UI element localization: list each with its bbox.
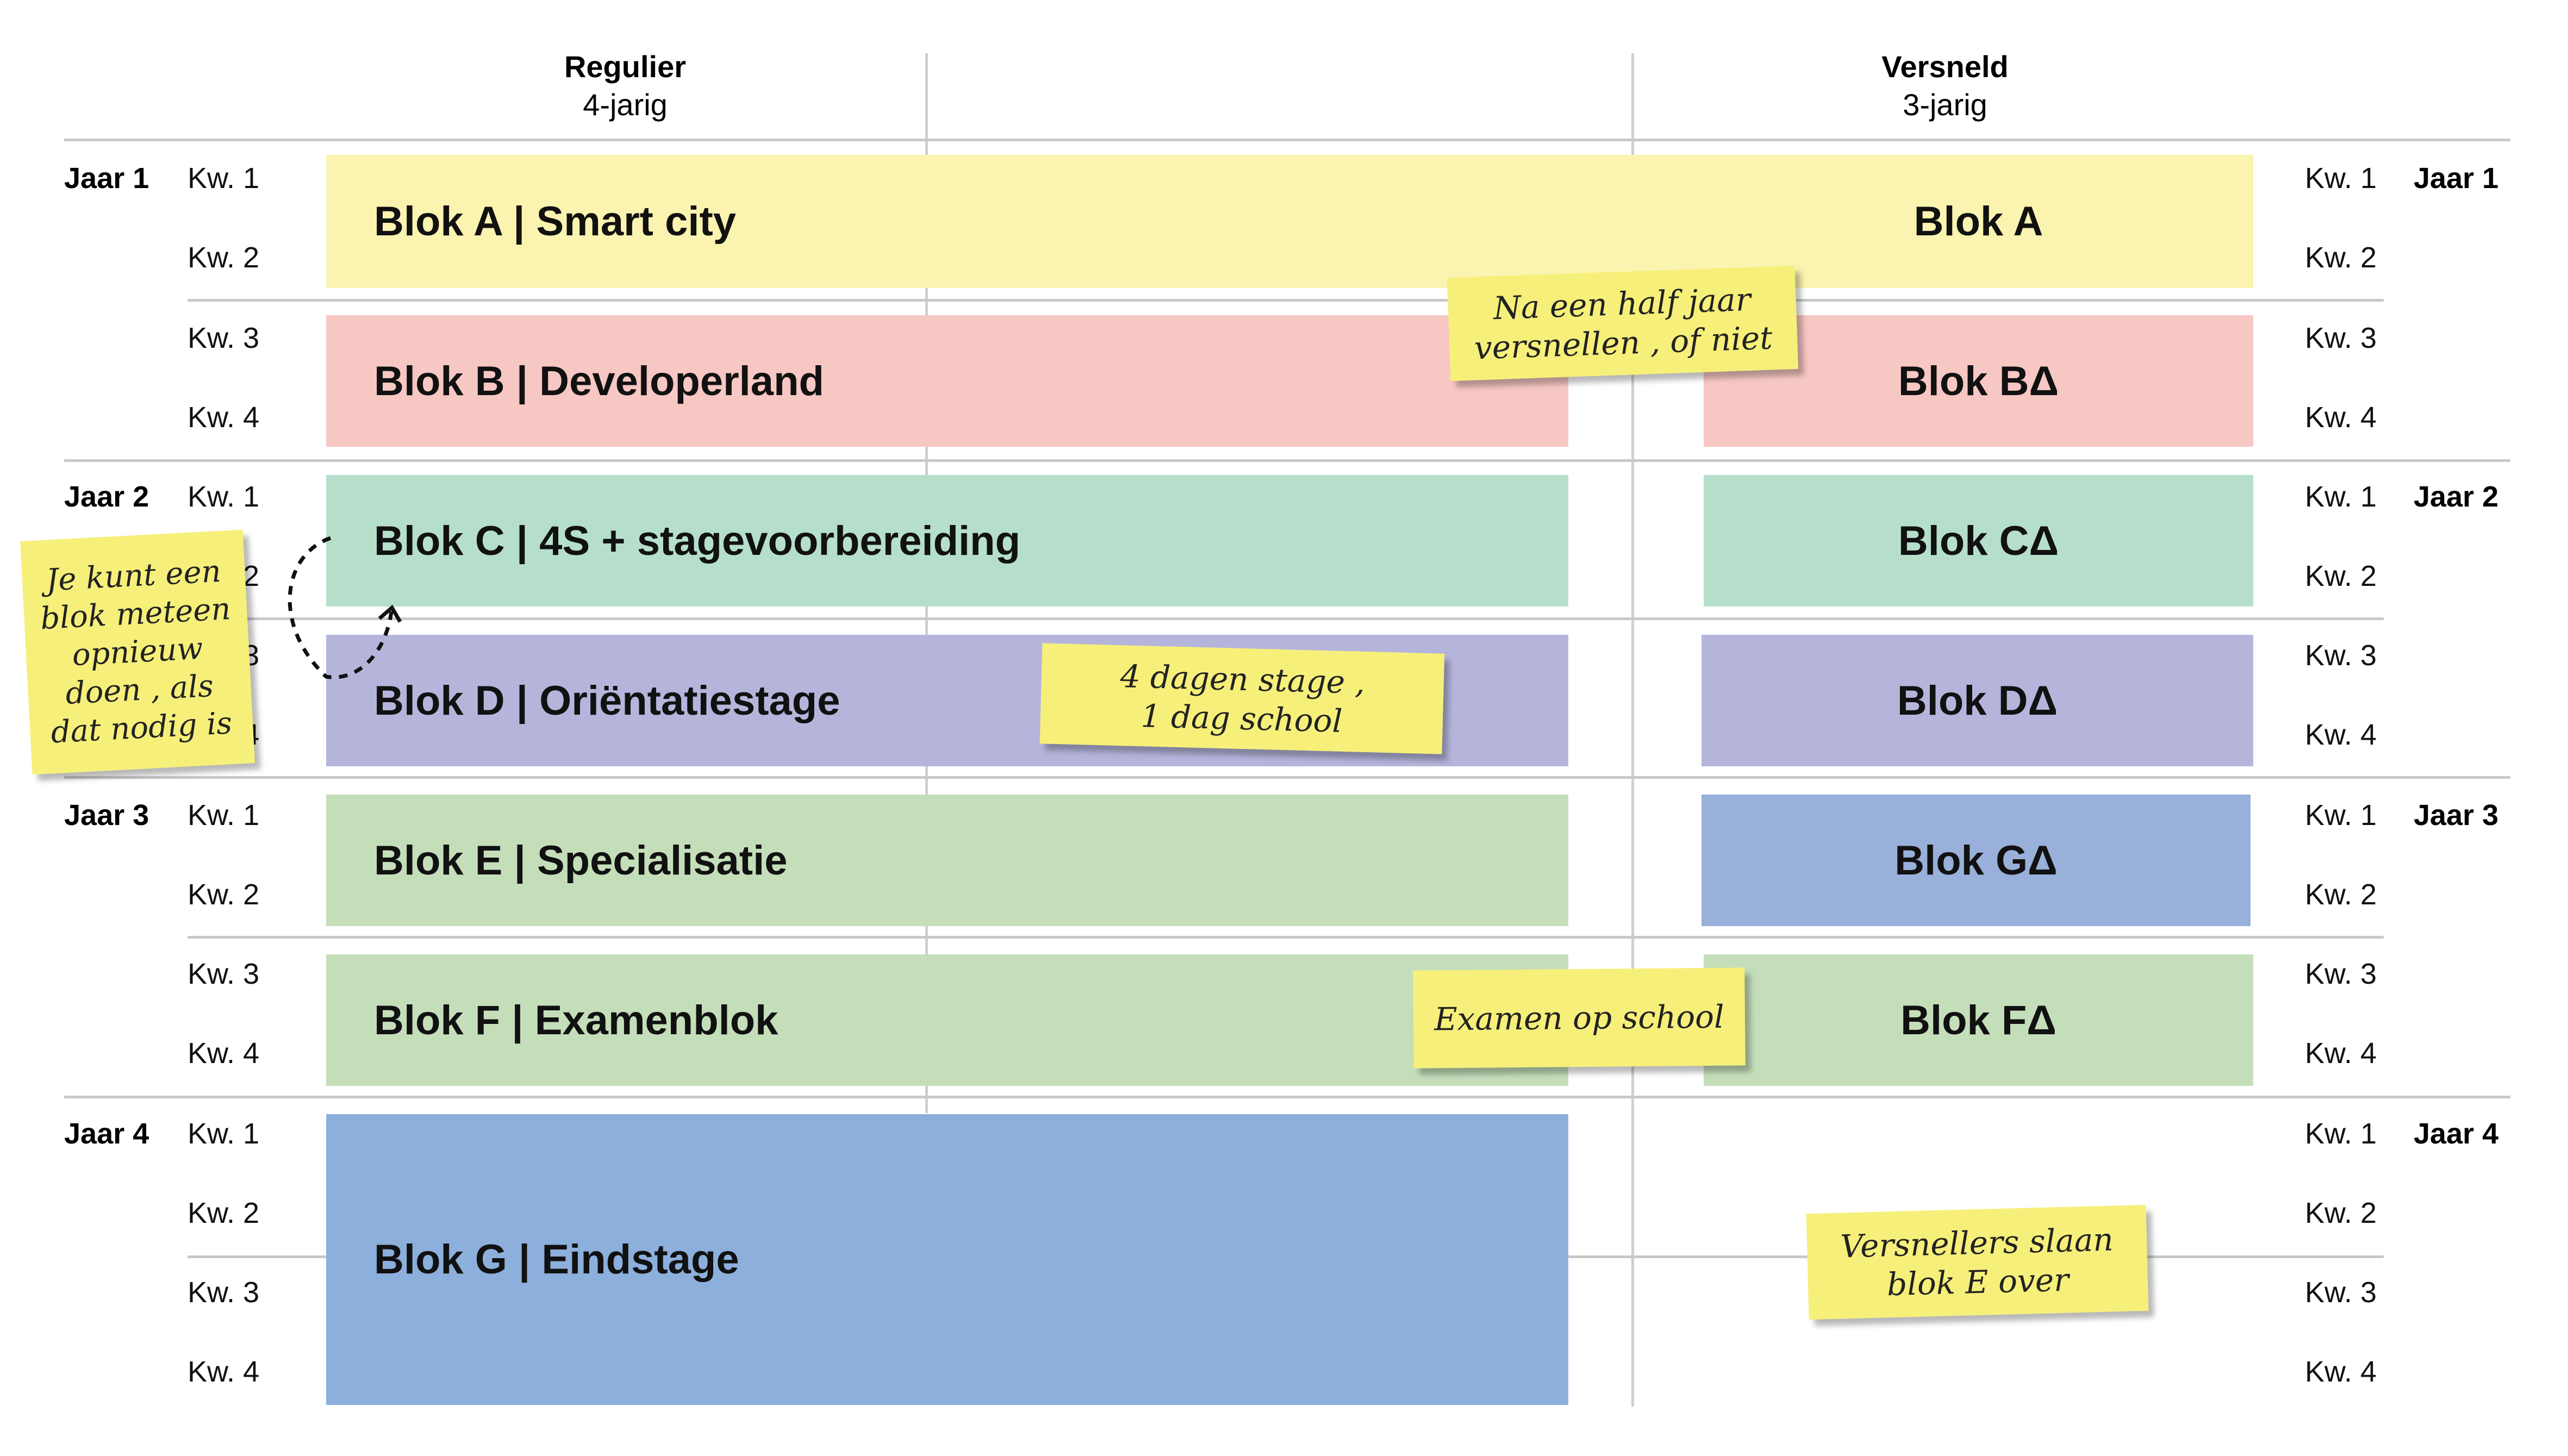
year-label: Jaar 3 bbox=[2414, 799, 2499, 832]
blok-a-versneld-label: Blok A bbox=[1913, 198, 2043, 245]
blok-b-developerland: Blok B | Developerland bbox=[326, 315, 1568, 447]
divider-year-3 bbox=[64, 776, 2510, 779]
quarter-label: Kw. 3 bbox=[188, 1276, 260, 1309]
header-regulier-subtitle: 4-jarig bbox=[583, 88, 668, 122]
divider-half-year bbox=[188, 299, 2384, 302]
divider-half-year bbox=[188, 936, 2384, 939]
quarter-label: Kw. 2 bbox=[2305, 241, 2377, 274]
blok-f-examenblok: Blok F | Examenblok bbox=[326, 954, 1568, 1086]
quarter-label: Kw. 4 bbox=[2305, 1355, 2377, 1388]
quarter-label: Kw. 1 bbox=[2305, 799, 2377, 832]
quarter-label: Kw. 2 bbox=[2305, 1197, 2377, 1229]
quarter-label: Kw. 3 bbox=[2305, 322, 2377, 354]
quarter-label: Kw. 3 bbox=[2305, 639, 2377, 672]
header-versneld-title: Versneld bbox=[1881, 49, 2009, 84]
quarter-label: Kw. 1 bbox=[188, 480, 260, 513]
header-regulier: Regulier 4-jarig bbox=[462, 48, 788, 124]
quarter-label: Kw. 4 bbox=[188, 401, 260, 434]
quarter-label: Kw. 1 bbox=[2305, 1117, 2377, 1150]
quarter-label: Kw. 3 bbox=[2305, 1276, 2377, 1309]
divider-half-year bbox=[188, 617, 2384, 620]
year-label: Jaar 4 bbox=[2414, 1117, 2499, 1150]
divider-header bbox=[64, 139, 2510, 141]
note-half-year: Na een half jaar versnellen , of niet bbox=[1447, 265, 1799, 382]
note-stage-school: 4 dagen stage , 1 dag school bbox=[1039, 643, 1445, 754]
quarter-label: Kw. 1 bbox=[188, 799, 260, 832]
year-label: Jaar 2 bbox=[2414, 480, 2499, 513]
divider-year-4 bbox=[64, 1096, 2510, 1098]
year-label: Jaar 4 bbox=[64, 1117, 149, 1150]
year-label: Jaar 1 bbox=[2414, 162, 2499, 195]
quarter-label: Kw. 2 bbox=[2305, 560, 2377, 592]
quarter-label: Kw. 1 bbox=[2305, 162, 2377, 195]
quarter-label: Kw. 4 bbox=[188, 1355, 260, 1388]
blok-f-versneld: Blok FΔ bbox=[1704, 954, 2253, 1086]
header-versneld: Versneld 3-jarig bbox=[1782, 48, 2108, 124]
blok-c-versneld: Blok CΔ bbox=[1704, 475, 2253, 607]
quarter-label: Kw. 4 bbox=[188, 1037, 260, 1070]
quarter-label: Kw. 1 bbox=[188, 162, 260, 195]
quarter-label: Kw. 1 bbox=[188, 1117, 260, 1150]
quarter-label: Kw. 2 bbox=[2305, 878, 2377, 911]
year-label: Jaar 2 bbox=[64, 480, 149, 513]
quarter-label: Kw. 4 bbox=[2305, 718, 2377, 751]
divider-vertical-versneld bbox=[1631, 53, 1634, 1407]
quarter-label: Kw. 3 bbox=[188, 322, 260, 354]
blok-c-4s-stagevoorbereiding: Blok C | 4S + stagevoorbereiding bbox=[326, 475, 1568, 607]
blok-g-versneld: Blok GΔ bbox=[1701, 795, 2251, 926]
note-exam-school: Examen op school bbox=[1413, 967, 1746, 1068]
quarter-label: Kw. 2 bbox=[188, 1197, 260, 1229]
quarter-label: Kw. 4 bbox=[2305, 401, 2377, 434]
year-label: Jaar 3 bbox=[64, 799, 149, 832]
quarter-label: Kw. 3 bbox=[188, 958, 260, 990]
blok-d-versneld: Blok DΔ bbox=[1701, 635, 2253, 766]
quarter-label: Kw. 3 bbox=[2305, 958, 2377, 990]
blok-a-smart-city: Blok A | Smart city bbox=[326, 155, 2253, 288]
blok-e-specialisatie: Blok E | Specialisatie bbox=[326, 795, 1568, 926]
redo-arrow-icon bbox=[288, 536, 402, 679]
quarter-label: Kw. 2 bbox=[188, 878, 260, 911]
divider-year-2 bbox=[64, 459, 2510, 462]
blok-g-eindstage: Blok G | Eindstage bbox=[326, 1114, 1568, 1405]
quarter-label: Kw. 4 bbox=[2305, 1037, 2377, 1070]
quarter-label: Kw. 2 bbox=[188, 241, 260, 274]
quarter-label: Kw. 1 bbox=[2305, 480, 2377, 513]
note-skip-block-e: Versnellers slaan blok E over bbox=[1806, 1204, 2149, 1320]
header-versneld-subtitle: 3-jarig bbox=[1903, 88, 1987, 122]
note-redo-block: Je kunt een blok meteen opnieuw doen , a… bbox=[20, 529, 255, 775]
year-label: Jaar 1 bbox=[64, 162, 149, 195]
header-regulier-title: Regulier bbox=[564, 49, 687, 84]
